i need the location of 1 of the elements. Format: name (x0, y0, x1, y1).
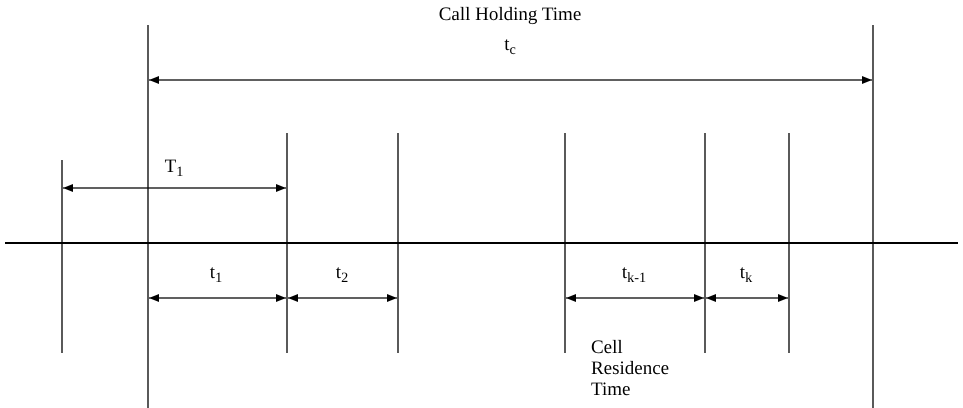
label-text: Call Holding Time (438, 4, 582, 25)
